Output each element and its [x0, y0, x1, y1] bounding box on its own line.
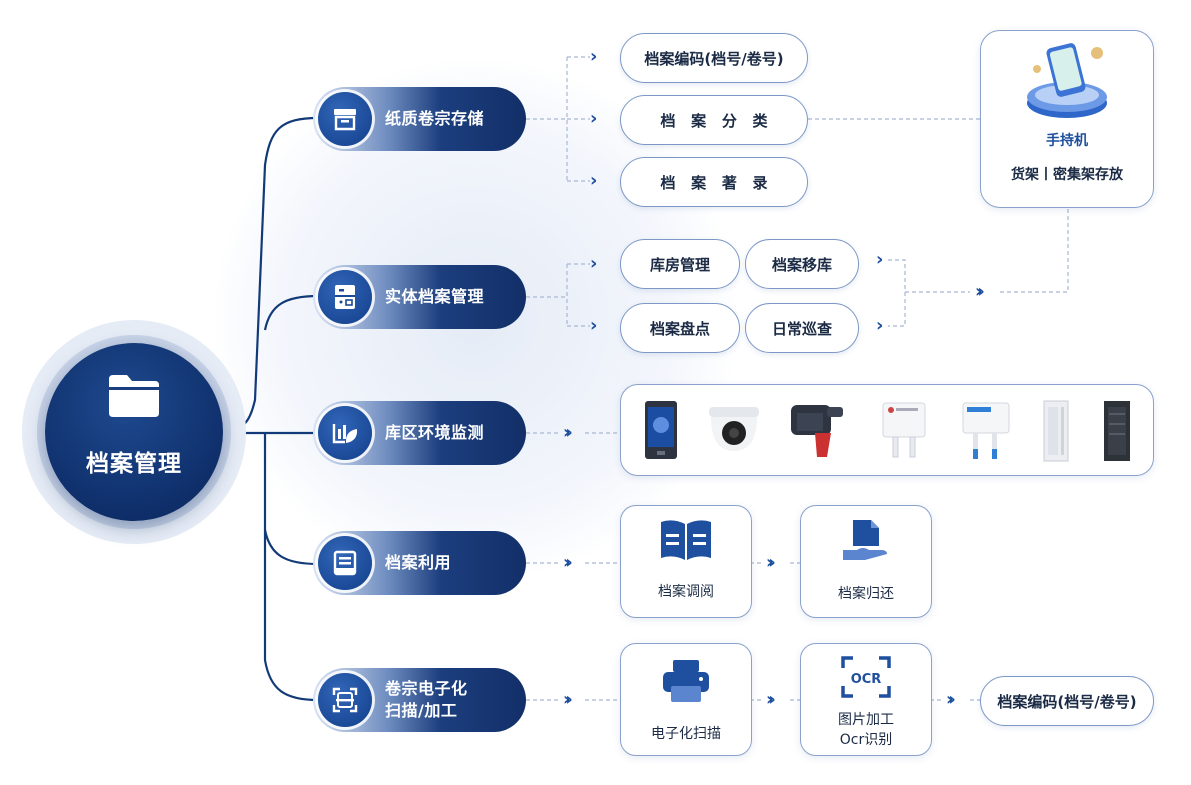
branch-digitization-scan[interactable]: 卷宗电子化扫描/加工 [313, 668, 526, 732]
arrow-icon: › [590, 253, 598, 274]
ocr-processing-card[interactable]: OCR 图片加工 Ocr识别 [800, 643, 932, 756]
monitor-leaf-icon [318, 406, 372, 460]
root-label: 档案管理 [86, 451, 182, 477]
branch-physical-management[interactable]: 实体档案管理 [313, 265, 526, 329]
arrow-icon: › [590, 46, 598, 67]
double-arrow-icon: ›› [766, 689, 776, 710]
archive-consult-card[interactable]: 档案调阅 [620, 505, 752, 618]
handheld-title: 手持机 [1046, 133, 1088, 149]
arrow-icon: › [876, 249, 884, 270]
temperature-sensor-icon [882, 402, 926, 458]
dome-camera-icon [709, 407, 759, 451]
daily-inspection-pill[interactable]: 日常巡查 [745, 303, 859, 353]
archive-transfer-pill[interactable]: 档案移库 [745, 239, 859, 289]
folder-icon [109, 375, 159, 417]
phone-device-icon [1027, 43, 1107, 118]
branch-label: 纸质卷宗存储 [385, 109, 485, 128]
digital-scan-card[interactable]: 电子化扫描 [620, 643, 752, 756]
archive-classify-pill[interactable]: 档 案 分 类 [620, 95, 808, 145]
face-terminal-icon [645, 401, 677, 459]
cabinet-icon [318, 270, 372, 324]
branch-label: 库区环境监测 [385, 423, 485, 442]
warehouse-management-pill[interactable]: 库房管理 [620, 239, 740, 289]
document-screen-icon [318, 536, 372, 590]
open-book-icon [661, 520, 711, 560]
digital-scan-label: 电子化扫描 [651, 726, 721, 742]
scan-result-code-pill[interactable]: 档案编码(档号/卷号) [980, 676, 1154, 726]
device-strip [620, 384, 1154, 476]
double-arrow-icon: ›› [563, 552, 573, 573]
arrow-icon: › [590, 315, 598, 336]
double-arrow-icon: ›› [563, 422, 573, 443]
branch-label: 档案利用 [385, 553, 452, 572]
scan-frame-icon [318, 673, 372, 727]
humidity-sensor-icon [962, 402, 1010, 459]
branch-archive-use[interactable]: 档案利用 [313, 531, 526, 595]
arrow-icon: › [590, 108, 598, 129]
ocr-icon: OCR [841, 656, 891, 698]
branch-label-line1: 卷宗电子化 [385, 679, 468, 698]
archive-return-label: 档案归还 [838, 586, 894, 602]
server-cabinet-black-icon [1104, 401, 1130, 461]
archive-return-card[interactable]: 档案归还 [800, 505, 932, 618]
root-node[interactable]: 档案管理 [45, 343, 223, 521]
double-arrow-icon: ›› [563, 689, 573, 710]
branch-paper-storage[interactable]: 纸质卷宗存储 [313, 87, 526, 151]
archive-box-icon [318, 92, 372, 146]
ocr-label-line2: Ocr识别 [839, 732, 893, 748]
double-arrow-icon: ›› [975, 281, 985, 302]
archive-consult-label: 档案调阅 [658, 584, 714, 600]
ocr-icon-text: OCR [851, 672, 882, 687]
branch-environment-monitoring[interactable]: 库区环境监测 [313, 401, 526, 465]
archive-catalog-pill[interactable]: 档 案 著 录 [620, 157, 808, 207]
double-arrow-icon: ›› [946, 689, 956, 710]
hand-document-icon [843, 520, 887, 560]
rfid-handheld-reader-icon [791, 405, 843, 457]
double-arrow-icon: ›› [766, 552, 776, 573]
branch-label: 卷宗电子化扫描/加工 [385, 668, 468, 732]
branch-label-line2: 扫描/加工 [385, 701, 458, 720]
arrow-icon: › [590, 170, 598, 191]
branch-label: 实体档案管理 [385, 287, 485, 306]
handheld-card[interactable]: 手持机 货架丨密集架存放 [980, 30, 1154, 208]
archive-inventory-pill[interactable]: 档案盘点 [620, 303, 740, 353]
arrow-icon: › [876, 315, 884, 336]
ocr-label-line1: 图片加工 [838, 712, 894, 728]
handheld-subtitle: 货架丨密集架存放 [1011, 167, 1123, 183]
printer-icon [663, 660, 709, 702]
server-cabinet-white-icon [1043, 400, 1069, 462]
archive-code-pill[interactable]: 档案编码(档号/卷号) [620, 33, 808, 83]
